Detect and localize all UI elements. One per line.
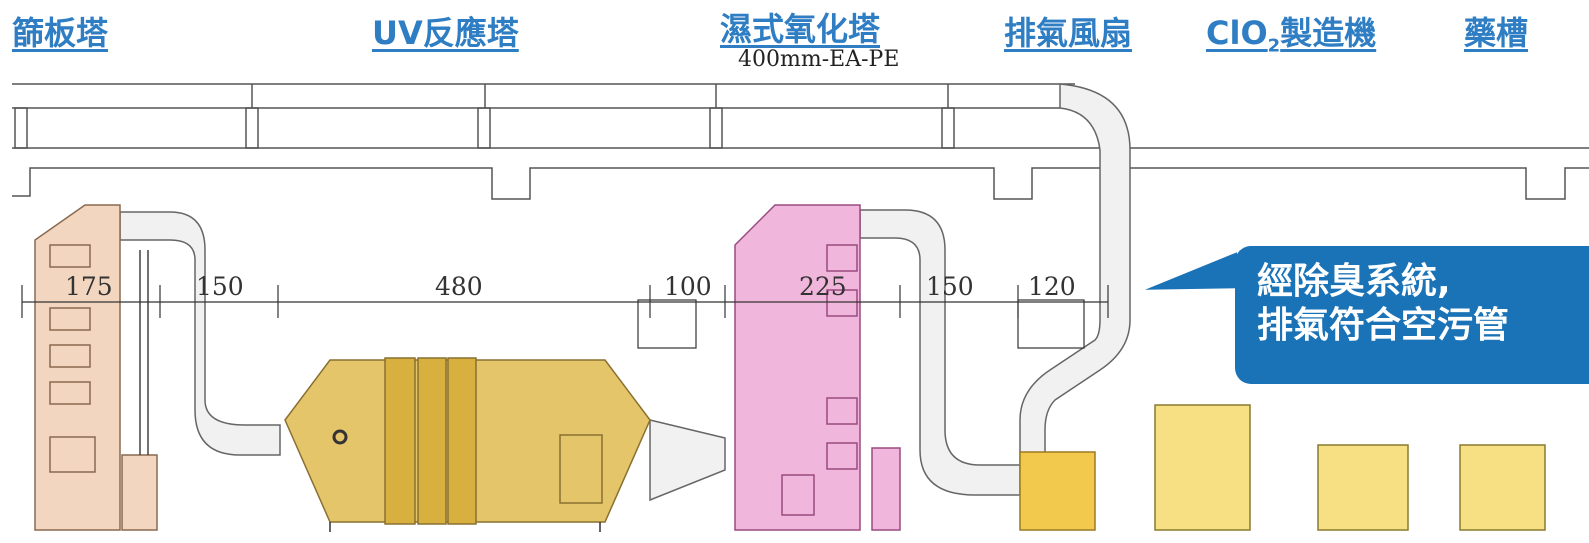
label-chemical-tank[interactable]: 藥槽 [1464, 14, 1529, 52]
elbow-duct-left [119, 211, 281, 456]
top-duct [12, 83, 1589, 149]
clo2-suffix: 製造機 [1280, 14, 1377, 52]
dimension-label: 175 [65, 272, 113, 301]
exhaust-fan-unit [1019, 451, 1096, 531]
dimension-label: 100 [664, 272, 712, 301]
dimension-label: 225 [799, 272, 847, 301]
dimension-label: 120 [1028, 272, 1076, 301]
uv-tower [284, 357, 651, 532]
callout-line-2: 排氣符合空污管 [1257, 305, 1510, 346]
clo2-prefix: ClO [1206, 14, 1268, 52]
clo2-maker-tank [1154, 404, 1546, 531]
label-wet-oxidation-tower[interactable]: 濕式氧化塔 [720, 10, 881, 48]
dimension-label: 150 [926, 272, 974, 301]
dimension-label: 150 [196, 272, 244, 301]
callout-box: 經除臭系統, 排氣符合空污管 [1235, 246, 1589, 384]
dimension-label: 480 [435, 272, 483, 301]
label-exhaust-fan[interactable]: 排氣風扇 [1004, 14, 1133, 52]
label-sieve-tower[interactable]: 篩板塔 [12, 14, 109, 52]
dimension-lines [21, 285, 1109, 349]
label-clo2-maker[interactable]: ClO2製造機 [1206, 8, 1376, 56]
connector-duct [649, 419, 726, 502]
sieve-tower [34, 204, 158, 531]
elbow-duct-right [859, 209, 1021, 496]
clo2-subscript: 2 [1267, 35, 1281, 57]
wet-oxidation-tower [734, 204, 901, 531]
callout-line-1: 經除臭系統, [1257, 261, 1451, 302]
label-uv-tower[interactable]: UV反應塔 [372, 14, 519, 52]
support-rail [12, 167, 1589, 200]
pipe-spec-label: 400mm-EA-PE [738, 47, 900, 72]
